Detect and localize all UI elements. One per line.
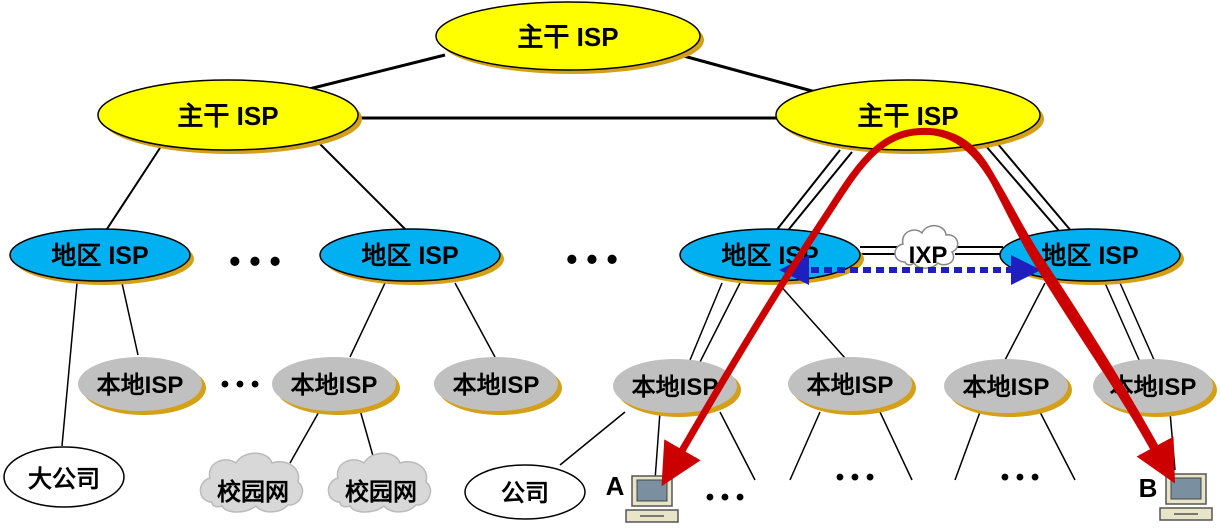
route-arrow-b-to-a	[661, 127, 1169, 487]
host-a: A	[606, 471, 679, 523]
backbone-isp-left: 主干 ISP	[97, 79, 362, 154]
ellipsis-regional-1: • • •	[229, 243, 280, 279]
regional-isp-4-label: 地区 ISP	[1041, 242, 1138, 270]
host-b: B	[1139, 473, 1213, 521]
backbone-isp-left-label: 主干 ISP	[177, 101, 278, 131]
backbone-isp-top: 主干 ISP	[435, 1, 704, 74]
local-isp-1-label: 本地ISP	[97, 372, 184, 399]
ellipsis-bottom-3: • • •	[1001, 464, 1040, 491]
local-isp-6: 本地ISP	[944, 359, 1072, 417]
big-company-label: 大公司	[28, 466, 100, 493]
local-isp-1: 本地ISP	[78, 357, 206, 415]
ixp-cloud: IXP	[894, 225, 959, 269]
local-isp-3: 本地ISP	[434, 357, 562, 415]
regional-isp-2: 地区 ISP	[319, 228, 504, 285]
company-label: 公司	[501, 480, 549, 507]
backbone-isp-top-label: 主干 ISP	[517, 22, 618, 52]
local-isp-5: 本地ISP	[788, 357, 916, 415]
host-b-label: B	[1139, 473, 1158, 503]
regional-isp-1: 地区 ISP	[9, 228, 194, 285]
links	[61, 53, 1176, 481]
local-isp-4-label: 本地ISP	[632, 374, 719, 401]
ellipsis-local: • • •	[221, 371, 260, 398]
backbone-isp-right: 主干 ISP	[775, 79, 1044, 154]
ixp-label: IXP	[909, 242, 948, 269]
local-isp-2-label: 本地ISP	[291, 372, 378, 399]
local-isp-5-label: 本地ISP	[807, 372, 894, 399]
backbone-isp-right-label: 主干 ISP	[857, 101, 958, 131]
ellipsis-regional-2: • • •	[566, 241, 617, 277]
local-isp-3-label: 本地ISP	[453, 372, 540, 399]
company: 公司	[464, 464, 586, 520]
big-company: 大公司	[3, 446, 125, 508]
local-isp-2: 本地ISP	[272, 357, 400, 415]
campus-network-2: 校园网	[327, 452, 432, 513]
campus-network-1: 校园网	[199, 452, 304, 513]
campus-network-1-label: 校园网	[217, 478, 289, 506]
regional-isp-1-label: 地区 ISP	[51, 242, 148, 270]
host-a-label: A	[606, 471, 625, 501]
local-isp-6-label: 本地ISP	[963, 374, 1050, 401]
route-arrow-to-b	[931, 128, 1175, 484]
ellipsis-bottom-2: • • •	[836, 464, 875, 491]
campus-network-2-label: 校园网	[345, 478, 417, 506]
ellipsis-bottom-1: • • •	[706, 484, 745, 511]
regional-isp-3: 地区 ISP	[679, 228, 864, 285]
regional-isp-2-label: 地区 ISP	[361, 242, 458, 270]
